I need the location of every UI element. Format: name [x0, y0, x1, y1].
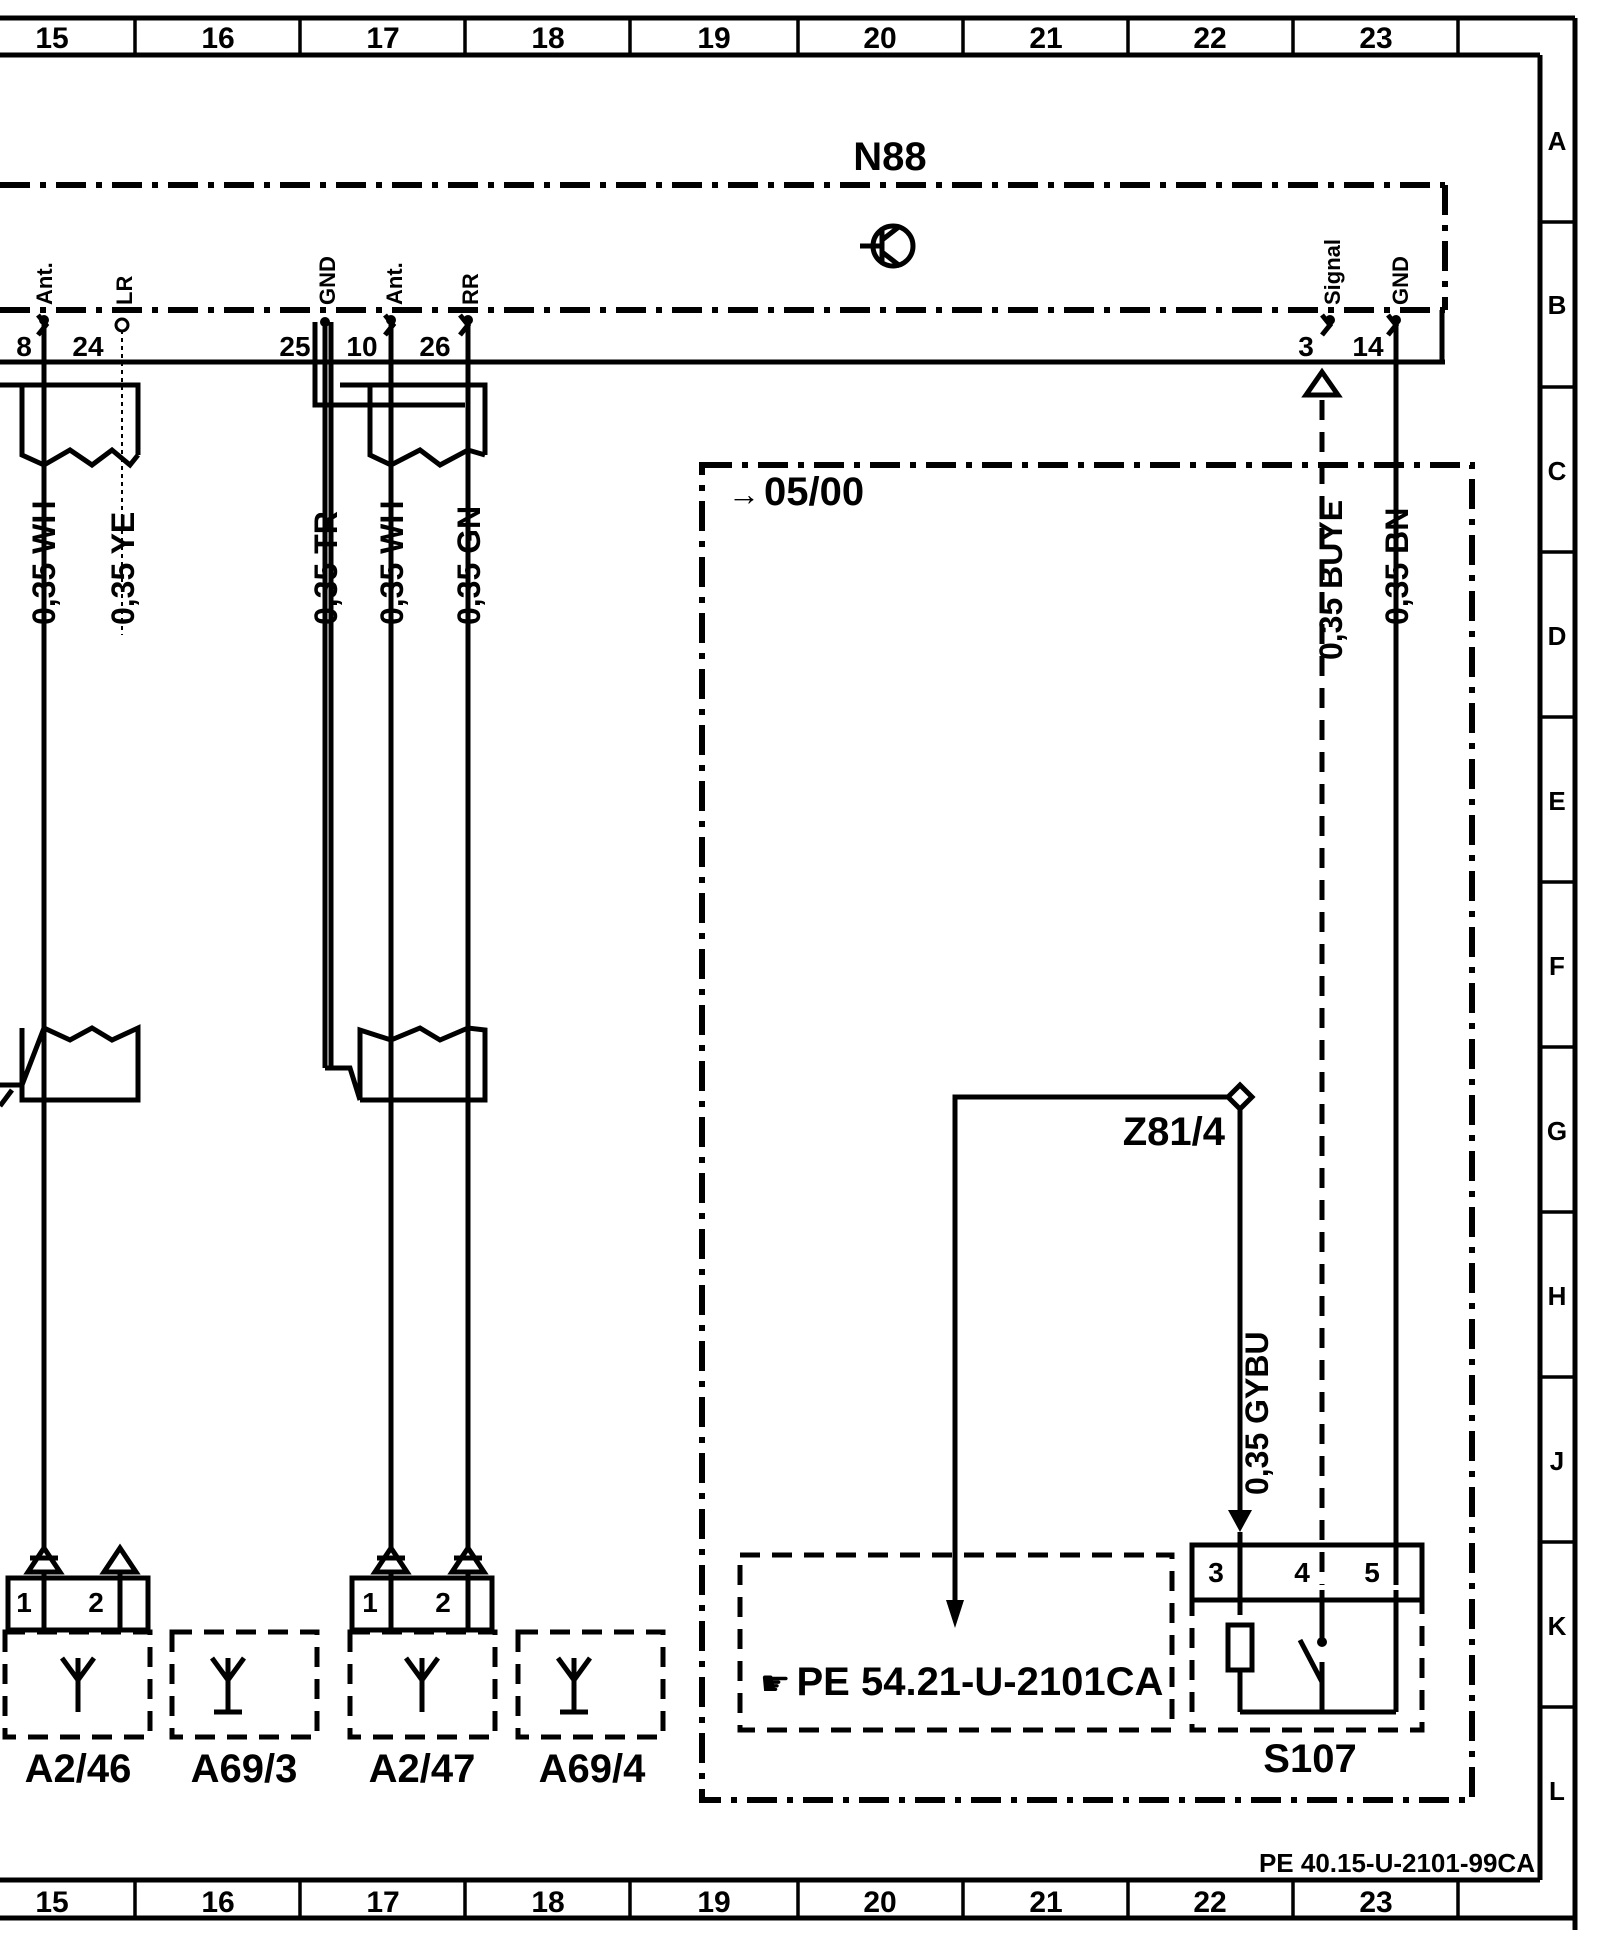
svg-text:25: 25	[279, 331, 310, 362]
col-label: 22	[1193, 1886, 1226, 1919]
row-label: K	[1548, 1611, 1567, 1641]
svg-text:2: 2	[435, 1587, 451, 1618]
reference-box: ☛PE 54.21-U-2101CA	[737, 1552, 1175, 1733]
wire-label: 0,35 GYBU	[1239, 1331, 1275, 1495]
antenna-connectors	[5, 1543, 495, 1633]
col-label: 19	[697, 22, 730, 55]
wire-label: 0,35 WH	[374, 501, 410, 625]
col-label: 21	[1029, 22, 1062, 55]
column-labels-top: 15 16 17 18 19 20 21 22 23	[35, 22, 1392, 55]
model-year-box: →05/00	[699, 462, 1475, 1803]
row-labels: A B C D E F G H J K L	[1547, 126, 1567, 1806]
transistor-icon	[860, 223, 916, 269]
pin-25: 25 GND	[279, 256, 340, 362]
drawing-frame	[0, 15, 1578, 1930]
col-label: 17	[366, 22, 399, 55]
wire-labels: 0,35 WH 0,35 YE 0,35 TR 0,35 WH 0,35 GN …	[26, 500, 1415, 1495]
col-label: 19	[697, 1886, 730, 1919]
svg-text:LR: LR	[112, 276, 137, 305]
reference-label: ☛PE 54.21-U-2101CA	[760, 1660, 1163, 1704]
svg-text:Ant.: Ant.	[382, 262, 407, 305]
row-label: G	[1547, 1116, 1567, 1146]
col-label: 20	[863, 22, 896, 55]
row-label: F	[1549, 951, 1565, 981]
unit-pins: 8 Ant. 24 LR 25 GND 10 Ant. 26 RR	[16, 239, 1413, 362]
wire-label: 0,35 WH	[26, 501, 62, 625]
svg-text:Ant.: Ant.	[32, 262, 57, 305]
svg-text:1: 1	[16, 1587, 32, 1618]
svg-text:10: 10	[346, 331, 377, 362]
pin-26: 26 RR	[419, 273, 483, 362]
row-label: D	[1548, 621, 1567, 651]
svg-text:1: 1	[362, 1587, 378, 1618]
svg-text:26: 26	[419, 331, 450, 362]
row-label: L	[1549, 1776, 1565, 1806]
antenna-a69-3: A69/3	[169, 1629, 320, 1791]
col-label: 20	[863, 1886, 896, 1919]
antenna-a69-4: A69/4	[515, 1629, 666, 1791]
svg-text:24: 24	[72, 331, 104, 362]
wire-label: 0,35 TR	[308, 511, 344, 625]
col-label: 23	[1359, 1886, 1392, 1919]
antenna-label: A2/46	[25, 1747, 132, 1791]
wire-label: 0,35 YE	[105, 512, 141, 625]
svg-text:3: 3	[1298, 331, 1314, 362]
row-label: E	[1548, 786, 1565, 816]
svg-text:Signal: Signal	[1320, 239, 1345, 305]
right-wires	[1301, 320, 1399, 1585]
wire-group-middle	[312, 320, 488, 1550]
col-label: 18	[531, 1886, 564, 1919]
col-label: 16	[201, 22, 234, 55]
column-labels-bottom: 15 16 17 18 19 20 21 22 23	[35, 1886, 1392, 1919]
col-label: 21	[1029, 1886, 1062, 1919]
svg-text:GND: GND	[1388, 256, 1413, 305]
row-label: B	[1548, 290, 1567, 320]
pin-3: 3 Signal	[1298, 239, 1345, 362]
row-label: J	[1550, 1446, 1564, 1476]
svg-text:3: 3	[1208, 1557, 1224, 1588]
ground-point-label: Z81/4	[1123, 1110, 1226, 1154]
svg-text:2: 2	[88, 1587, 104, 1618]
row-label: C	[1548, 456, 1567, 486]
row-dividers	[1540, 220, 1575, 1709]
antenna-icon	[403, 1656, 441, 1712]
antenna-label: A69/3	[191, 1747, 298, 1791]
switch-label: S107	[1263, 1737, 1356, 1781]
model-year-label: →05/00	[728, 470, 864, 514]
ground-point-z81-4: Z81/4	[946, 1081, 1256, 1628]
svg-text:8: 8	[16, 331, 32, 362]
row-label: H	[1548, 1281, 1567, 1311]
svg-text:5: 5	[1364, 1557, 1380, 1588]
wire-label: 0,35 BUYE	[1313, 500, 1349, 660]
control-unit-n88: N88	[0, 135, 1448, 365]
wire-label: 0,35 GN	[451, 506, 487, 625]
antenna-a2-47: 1 2 A2/47	[347, 1587, 498, 1791]
antenna-a2-46: 1 2 A2/46	[2, 1587, 153, 1791]
col-label: 16	[201, 1886, 234, 1919]
switch-s107: 3 4 5 S107	[1189, 1532, 1425, 1781]
svg-text:RR: RR	[458, 273, 483, 305]
antenna-icon	[209, 1656, 247, 1715]
wire-group-left	[0, 320, 141, 1550]
col-label: 22	[1193, 22, 1226, 55]
svg-text:14: 14	[1352, 331, 1384, 362]
col-label: 17	[366, 1886, 399, 1919]
pin-24: 24 LR	[72, 276, 137, 362]
control-unit-label: N88	[853, 135, 926, 179]
column-dividers	[133, 18, 1295, 1918]
footer-reference: PE 40.15-U-2101-99CA	[1259, 1848, 1535, 1878]
svg-text:4: 4	[1294, 1557, 1310, 1588]
antenna-icon	[555, 1656, 593, 1715]
row-label: A	[1548, 126, 1567, 156]
antenna-label: A69/4	[539, 1747, 646, 1791]
antenna-label: A2/47	[369, 1747, 476, 1791]
col-label: 15	[35, 1886, 68, 1919]
svg-text:GND: GND	[315, 256, 340, 305]
col-label: 18	[531, 22, 564, 55]
antenna-icon	[59, 1656, 97, 1712]
col-label: 15	[35, 22, 68, 55]
col-label: 23	[1359, 22, 1392, 55]
